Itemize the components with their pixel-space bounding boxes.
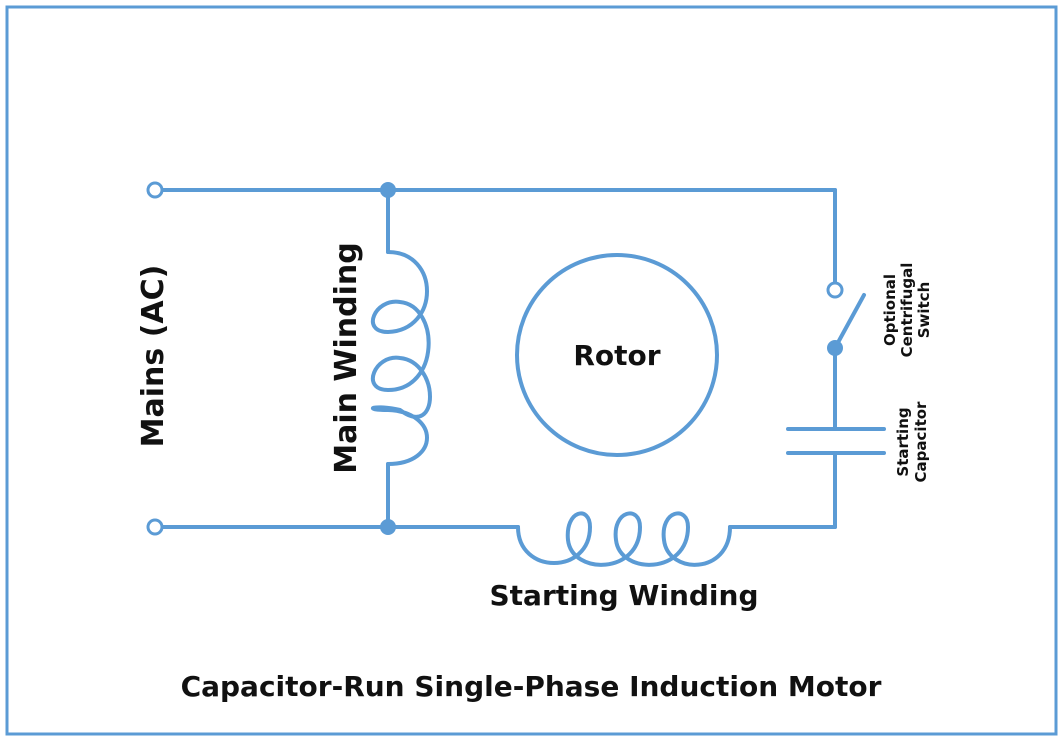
diagram-title: Capacitor-Run Single-Phase Induction Mot… — [181, 670, 882, 703]
switch-label-line2: Centrifugal — [898, 263, 916, 358]
mains-terminal-bottom — [146, 518, 164, 536]
starting-winding-label: Starting Winding — [490, 579, 759, 612]
capacitor-label-line1: Starting — [894, 407, 912, 476]
main-winding-label: Main Winding — [329, 242, 364, 474]
capacitor-label-line2: Capacitor — [912, 401, 930, 482]
mains-label: Mains (AC) — [136, 265, 171, 448]
mains-terminal-top — [146, 181, 164, 199]
starting-winding-coil — [516, 511, 732, 567]
centrifugal-switch-blade — [833, 293, 866, 350]
junction-dot-top — [380, 182, 396, 198]
switch-label-line1: Optional — [881, 274, 899, 346]
switch-label-line3: Switch — [915, 282, 933, 339]
main-winding-coil — [370, 250, 432, 466]
diagram-border — [5, 5, 1058, 736]
switch-pivot-dot — [827, 340, 843, 356]
rotor-circle — [515, 253, 719, 457]
rotor-label: Rotor — [573, 339, 660, 372]
switch-terminal-open — [826, 281, 844, 299]
junction-dot-bottom — [380, 519, 396, 535]
